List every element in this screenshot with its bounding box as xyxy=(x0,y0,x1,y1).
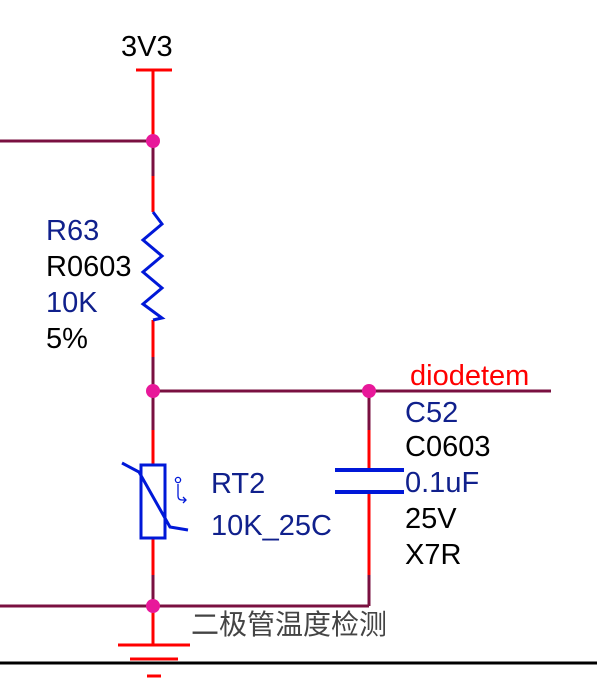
junction-3v3-node xyxy=(146,134,160,148)
r63-tolerance: 5% xyxy=(46,323,88,355)
thermistor-temp-mark xyxy=(174,476,182,484)
rt2-designator: RT2 xyxy=(211,468,266,500)
c52-voltage: 25V xyxy=(405,503,457,535)
schematic-caption: 二极管温度检测 xyxy=(191,608,388,641)
net-label-diodetem: diodetem xyxy=(410,360,530,392)
pins xyxy=(151,70,371,645)
r63-designator: R63 xyxy=(46,215,100,247)
c52-value: 0.1uF xyxy=(405,467,480,499)
rt2-value: 10K_25C xyxy=(211,510,332,542)
r63-value: 10K xyxy=(46,287,98,319)
junction-mid-node xyxy=(146,384,160,398)
thermistor-rt2-symbol xyxy=(121,461,189,540)
ground-symbol xyxy=(118,643,190,678)
junction-gnd-node xyxy=(146,599,160,613)
resistor-r63-symbol xyxy=(140,211,166,322)
thermistor-temp-arrow xyxy=(177,484,187,504)
junction-cap-node xyxy=(362,384,376,398)
c52-dielectric: X7R xyxy=(405,539,462,571)
capacitor-c52-symbol xyxy=(335,468,404,494)
thermistor-diagonal xyxy=(121,461,189,532)
c52-footprint: C0603 xyxy=(405,431,491,463)
junctions xyxy=(146,134,376,613)
power-net-label: 3V3 xyxy=(121,31,173,63)
c52-designator: C52 xyxy=(405,397,459,429)
wires xyxy=(0,139,551,608)
r63-footprint: R0603 xyxy=(46,251,132,283)
thermistor-body xyxy=(139,463,167,540)
